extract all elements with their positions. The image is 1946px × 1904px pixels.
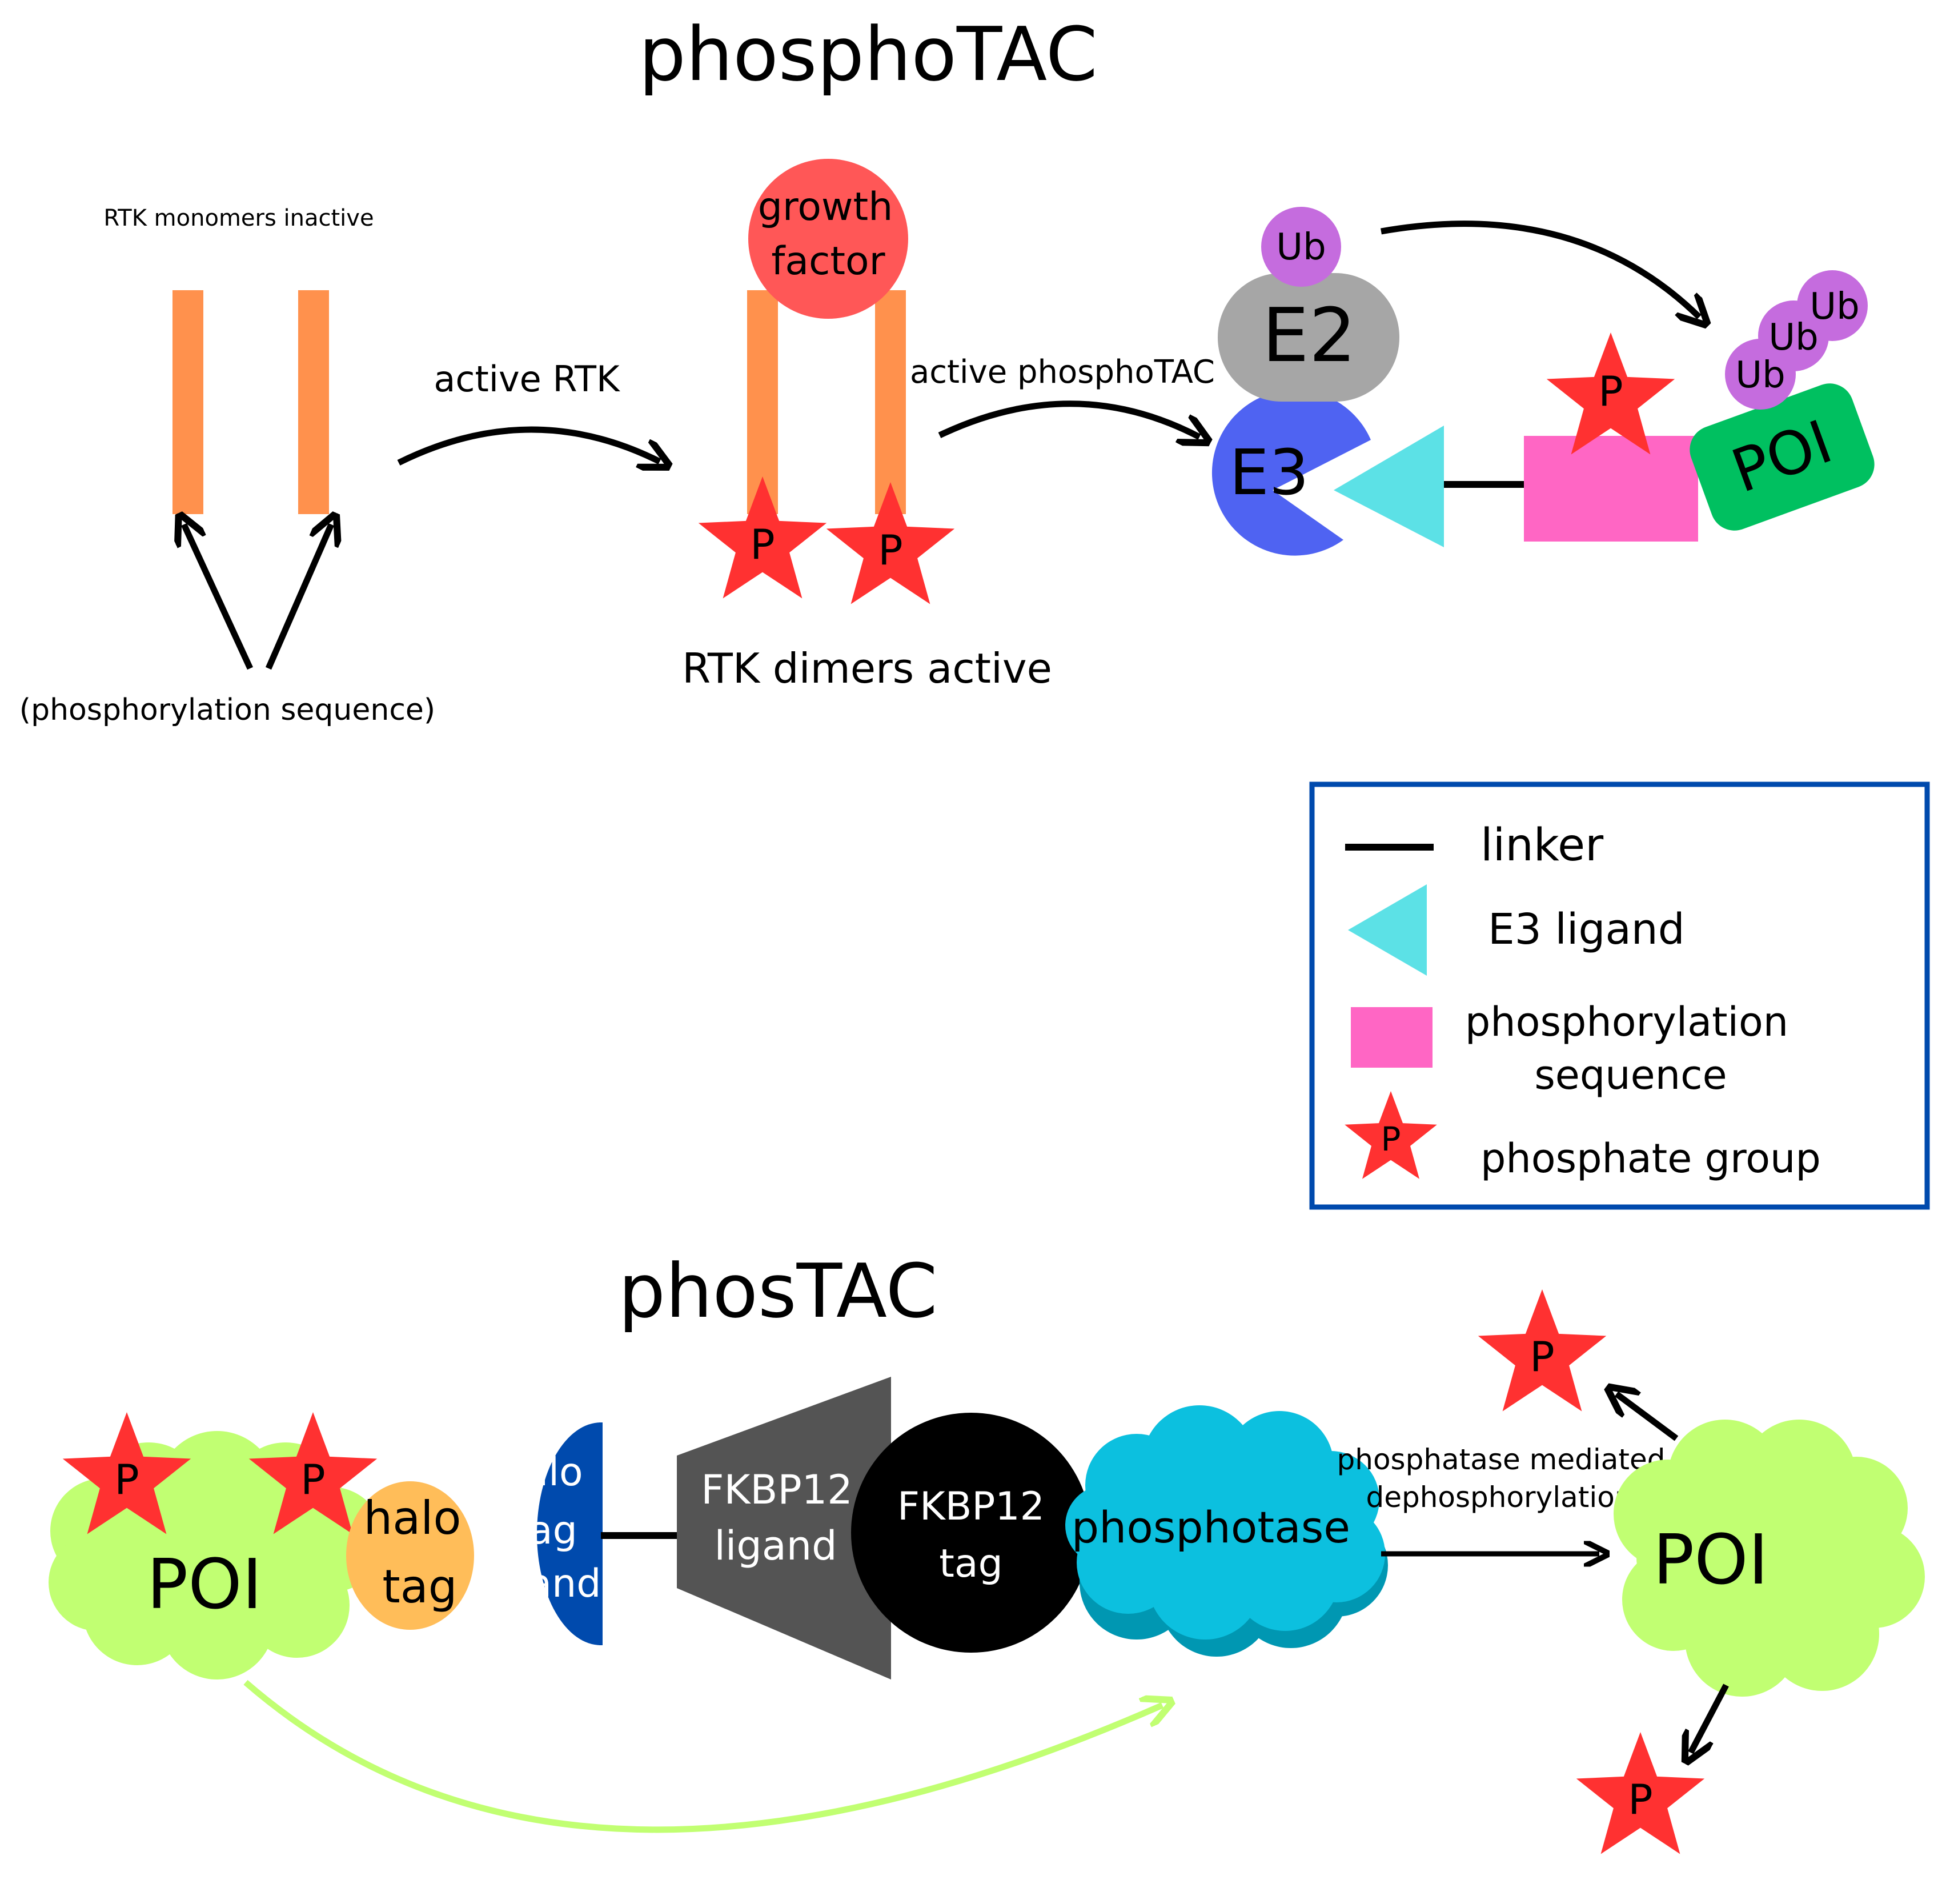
phosphate-label: P <box>300 1456 325 1504</box>
dephos-label-2: dephosphorylation <box>1366 1481 1632 1514</box>
recruitment-arrow <box>243 1679 1162 1833</box>
phosphorylation-sequence <box>1524 436 1698 542</box>
phospho-sequence-label: (phosphorylation sequence) <box>19 693 435 727</box>
rtk-dimer-right <box>875 290 906 514</box>
e3-ligase <box>1211 390 1371 556</box>
fkbp12-ligand-label-2: ligand <box>714 1522 837 1569</box>
phosphate-label: P <box>750 520 775 568</box>
phosphate-star-dimer-right <box>826 482 955 604</box>
legend-linker-label: linker <box>1480 820 1604 871</box>
legend-phosphate-swatch <box>1345 1091 1437 1179</box>
poi-cloud-right <box>1614 1420 1925 1697</box>
growth-factor-label-1: growth <box>758 185 893 230</box>
monomers-label: RTK monomers inactive <box>103 205 374 231</box>
fkbp12-tag-label-1: FKBP12 <box>897 1484 1045 1529</box>
halo-ligand-label-2: tag <box>513 1508 577 1553</box>
phosphate-star-released-top <box>1478 1289 1607 1412</box>
phosphate-label: P <box>1598 367 1623 415</box>
pointer-arrow-right <box>265 524 331 670</box>
release-arrow-down <box>1691 1683 1729 1753</box>
ubiquitin-transfer-arrow <box>1381 221 1699 317</box>
phosphate-star-sequence <box>1546 332 1675 455</box>
active-rtk-arrow <box>397 426 660 463</box>
e3-ligand-triangle <box>1334 426 1444 547</box>
poi-left-label: POI <box>147 1545 262 1625</box>
phosphate-label: P <box>1530 1333 1554 1381</box>
legend-phosphate-label: phosphate group <box>1480 1135 1821 1182</box>
legend-phospho-seq-label-1: phosphorylation <box>1465 999 1788 1045</box>
legend-box <box>1309 781 1930 1210</box>
ub-label: Ub <box>1276 226 1326 268</box>
rtk-monomer-right <box>298 290 329 514</box>
phosphate-star-poi-2 <box>248 1412 378 1534</box>
legend-phospho-seq-label-2: sequence <box>1534 1052 1727 1099</box>
e2-enzyme <box>1218 273 1399 402</box>
halo-ligand-label-1: halo <box>500 1450 583 1495</box>
pointer-arrow-left <box>184 524 253 670</box>
ub-label: Ub <box>1809 286 1859 328</box>
halo-tag <box>346 1481 474 1630</box>
fkbp12-tag-label-2: tag <box>939 1541 1003 1586</box>
growth-factor-label-2: factor <box>771 239 885 284</box>
legend-e3-ligand-swatch <box>1348 884 1427 976</box>
ub-label: Ub <box>1768 316 1818 359</box>
active-phosphotac-arrow <box>938 400 1199 437</box>
halo-tag-label-2: tag <box>382 1560 457 1613</box>
e2-label: E2 <box>1262 292 1357 379</box>
poi-protein: POI <box>1690 383 1875 531</box>
fkbp12-ligand-label-1: FKBP12 <box>701 1466 852 1513</box>
phosphate-star-poi-1 <box>62 1412 191 1534</box>
release-arrow-up <box>1616 1394 1679 1441</box>
ub-label: Ub <box>1735 354 1785 396</box>
growth-factor <box>748 159 908 319</box>
phosphatase <box>1065 1405 1385 1640</box>
phosphatase-label: phosphotase <box>1072 1502 1350 1553</box>
title-phostac: phosTAC <box>619 1248 938 1334</box>
active-phosphotac-label: active phosphoTAC <box>910 354 1215 391</box>
legend-phosphate-p: P <box>1381 1120 1401 1159</box>
poi-right-label: POI <box>1653 1521 1768 1600</box>
legend: linker E3 ligand phosphorylation sequenc… <box>1309 781 1930 1210</box>
phosphate-label: P <box>1628 1775 1652 1823</box>
ubiquitin-chain-3 <box>1797 270 1868 341</box>
fkbp12-tag <box>851 1413 1091 1653</box>
legend-e3-ligand-label: E3 ligand <box>1488 905 1685 954</box>
halo-ligand-label-3: ligand <box>482 1561 601 1606</box>
phosphate-star-dimer-left <box>698 476 827 599</box>
halo-tag-label-1: halo <box>364 1492 462 1545</box>
phosphate-star-released-bottom <box>1576 1732 1705 1854</box>
ubiquitin-e2 <box>1261 207 1341 287</box>
halo-tag-ligand <box>537 1422 601 1645</box>
phosphate-label: P <box>878 526 902 574</box>
title-phosphotac: phosphoTAC <box>639 11 1097 98</box>
dephos-label-1: phosphatase mediated <box>1337 1443 1666 1476</box>
rtk-monomer-left <box>172 290 203 514</box>
legend-phospho-seq-swatch <box>1351 1007 1433 1068</box>
fkbp12-ligand <box>677 1377 891 1679</box>
phosphate-label: P <box>114 1456 139 1504</box>
e3-label: E3 <box>1229 436 1309 509</box>
active-rtk-label: active RTK <box>434 358 620 400</box>
dimers-label: RTK dimers active <box>682 644 1052 692</box>
